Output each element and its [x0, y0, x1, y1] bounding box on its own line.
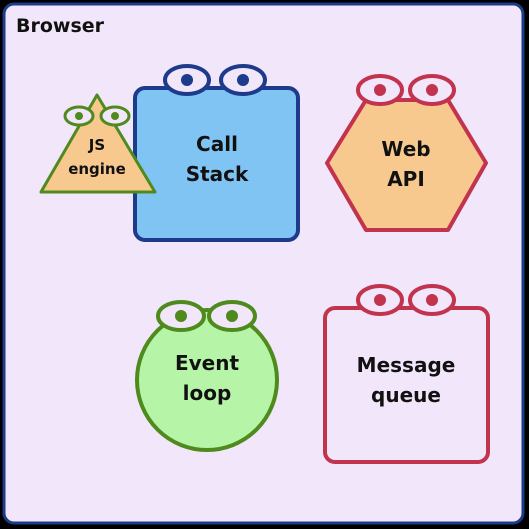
event-loop-body [135, 308, 279, 452]
event-loop-right-pupil [226, 310, 238, 322]
call-stack-right-pupil [237, 74, 249, 86]
event-loop-left-pupil [175, 310, 187, 322]
event-loop-character: Event loop [135, 300, 279, 452]
call-stack-left-pupil [181, 74, 193, 86]
js-engine-label-line2: engine [68, 160, 126, 178]
js-engine-right-pupil [111, 112, 119, 120]
call-stack-character: Call Stack [133, 64, 300, 242]
web-api-character: Web API [325, 74, 488, 232]
browser-label: Browser [16, 15, 105, 37]
message-queue-left-pupil [374, 294, 386, 306]
message-queue-body [323, 306, 490, 464]
message-queue-right-pupil [426, 294, 438, 306]
js-engine-label-line1: JS [88, 136, 105, 154]
js-engine-eyes [63, 105, 131, 127]
call-stack-eyes [163, 64, 267, 96]
event-loop-eyes [156, 300, 257, 332]
event-loop-label-line1: Event [175, 351, 240, 375]
js-engine-character: JS engine [39, 93, 157, 194]
web-api-label-line1: Web [381, 137, 430, 161]
event-loop-label-line2: loop [183, 381, 232, 405]
web-api-eyes [356, 74, 456, 106]
web-api-label-line2: API [387, 167, 425, 191]
message-queue-label-line1: Message [357, 353, 456, 377]
web-api-left-pupil [374, 84, 386, 96]
message-queue-label-line2: queue [371, 383, 441, 407]
js-engine-body [39, 93, 157, 194]
message-queue-eyes [356, 284, 456, 316]
web-api-right-pupil [426, 84, 438, 96]
call-stack-label-line1: Call [196, 132, 238, 156]
js-engine-left-pupil [75, 112, 83, 120]
call-stack-label-line2: Stack [186, 162, 249, 186]
message-queue-character: Message queue [323, 284, 490, 464]
